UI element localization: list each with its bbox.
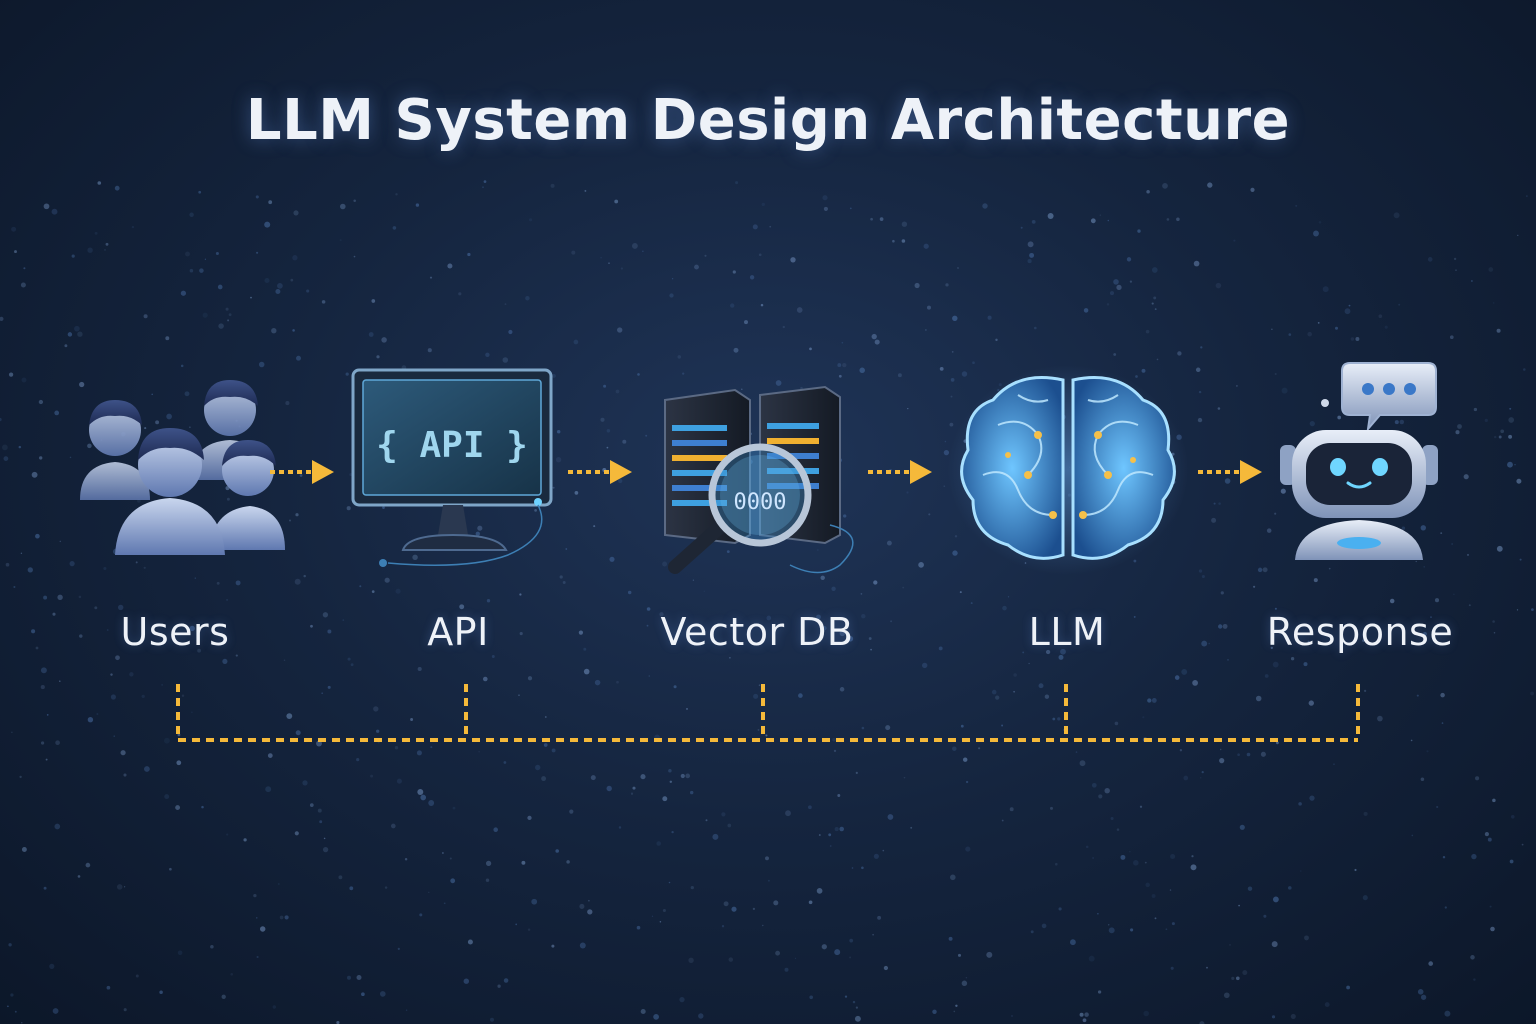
api-screen-text: { API } bbox=[376, 425, 528, 466]
flow-arrow-users-api bbox=[270, 460, 334, 484]
flow-arrow-vectordb-llm bbox=[868, 460, 932, 484]
node-label-users: Users bbox=[120, 610, 230, 654]
node-label-llm: LLM bbox=[1028, 610, 1106, 654]
brain-icon bbox=[948, 365, 1188, 575]
diagram-title: LLM System Design Architecture bbox=[245, 88, 1291, 153]
api-monitor-icon: { API } bbox=[351, 368, 553, 567]
node-label-api: API bbox=[427, 610, 489, 654]
chatbot-icon bbox=[1280, 362, 1438, 560]
node-label-vector-db: Vector DB bbox=[660, 610, 854, 654]
vector-db-servers-icon: 0000 bbox=[664, 385, 854, 574]
vector-db-lens-text: 0000 bbox=[734, 490, 787, 515]
flow-arrow-api-vectordb bbox=[568, 460, 632, 484]
node-label-response: Response bbox=[1266, 610, 1454, 654]
flow-arrow-llm-response bbox=[1198, 460, 1262, 484]
users-icon bbox=[80, 380, 285, 555]
